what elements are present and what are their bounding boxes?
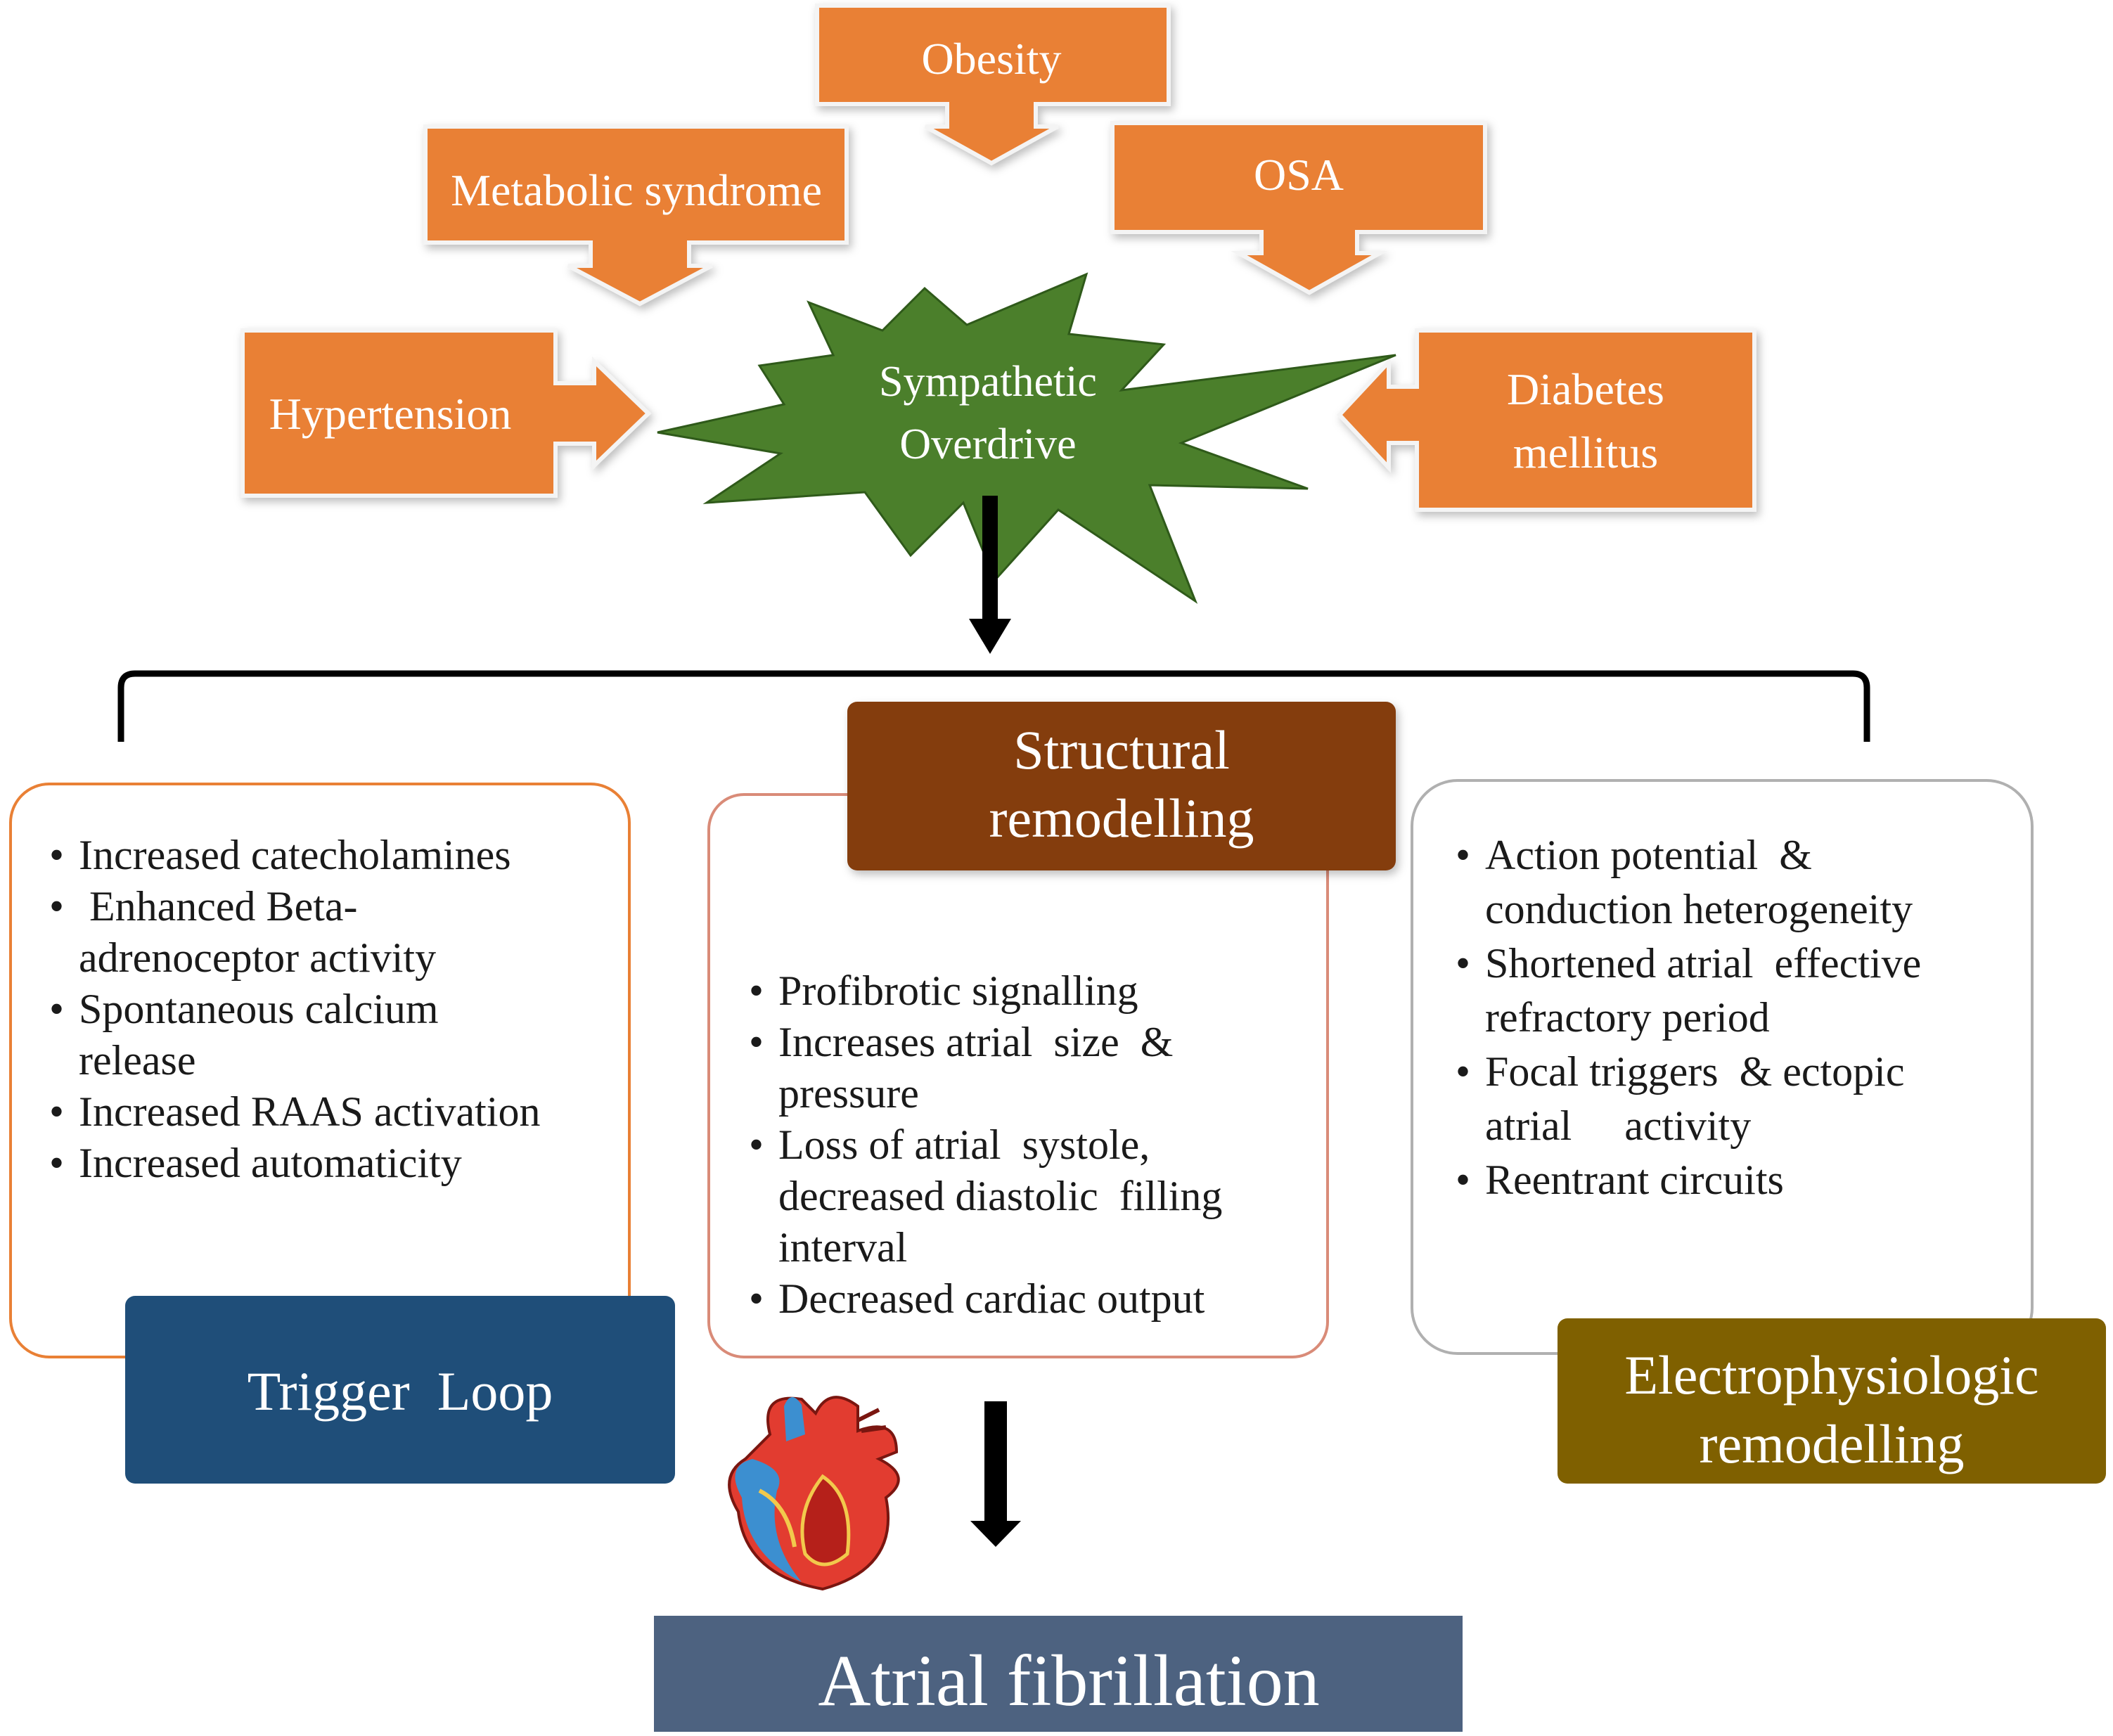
electrophysiologic-label-1: Electrophysiologic [1624, 1344, 2038, 1406]
center-label-2: Overdrive [899, 420, 1076, 468]
arrow-down-1 [969, 496, 1011, 654]
risk-hypertension-label: Hypertension [269, 389, 512, 439]
electrophysiologic-label-2: remodelling [1700, 1413, 1965, 1474]
outcome-label: Atrial fibrillation [818, 1640, 1319, 1721]
list-item: Increases atrial size & pressure [749, 1017, 1214, 1119]
list-item: Action potential & conduction heterogene… [1456, 828, 2005, 937]
electrophysiologic-list: Action potential & conduction heterogene… [1456, 828, 2018, 1207]
risk-metabolic-callout [423, 124, 849, 307]
risk-metabolic-label: Metabolic syndrome [451, 165, 822, 215]
structural-label-2: remodelling [989, 787, 1254, 849]
risk-diabetes-label-1: Diabetes [1507, 364, 1664, 414]
trigger-loop-list: Increased catecholamines Enhanced Beta-a… [49, 830, 612, 1189]
electrophysiologic-label-box [1558, 1318, 2106, 1484]
heart-anatomy-icon [728, 1396, 900, 1591]
sympathetic-overdrive-star [657, 272, 1396, 604]
list-item: Profibrotic signalling [749, 965, 1311, 1017]
structural-label-box [847, 702, 1396, 870]
list-item: Shortened atrial effective refractory pe… [1456, 937, 1977, 1045]
list-item: Increased catecholamines [49, 830, 612, 881]
structural-list: Profibrotic signalling Increases atrial … [749, 965, 1311, 1325]
trigger-loop-label-box [125, 1296, 675, 1484]
list-item: Loss of atrial systole, decreased diasto… [749, 1119, 1285, 1273]
risk-obesity-label: Obesity [921, 34, 1061, 84]
list-item: Increased RAAS activation [49, 1086, 612, 1138]
trigger-loop-label: Trigger Loop [248, 1361, 553, 1422]
branch-bracket [117, 670, 1870, 742]
risk-diabetes-callout [1336, 328, 1756, 512]
risk-diabetes-label-2: mellitus [1513, 427, 1658, 477]
risk-osa-callout [1110, 121, 1487, 295]
risk-obesity-callout [815, 4, 1171, 166]
risk-osa-label: OSA [1254, 150, 1344, 200]
list-item: Enhanced Beta-adrenoceptor activity [49, 881, 501, 984]
structural-label-1: Structural [1013, 719, 1230, 780]
list-item: Increased automaticity [49, 1138, 612, 1189]
list-item: Decreased cardiac output [749, 1273, 1311, 1325]
list-item: Focal triggers & ectopic atrial activity [1456, 1045, 1963, 1153]
arrow-down-2 [970, 1401, 1021, 1547]
risk-hypertension-callout [240, 328, 652, 498]
outcome-box [654, 1616, 1463, 1732]
center-label-1: Sympathetic [879, 358, 1097, 406]
list-item: Reentrant circuits [1456, 1153, 2018, 1207]
list-item: Spontaneous calcium release [49, 984, 529, 1086]
